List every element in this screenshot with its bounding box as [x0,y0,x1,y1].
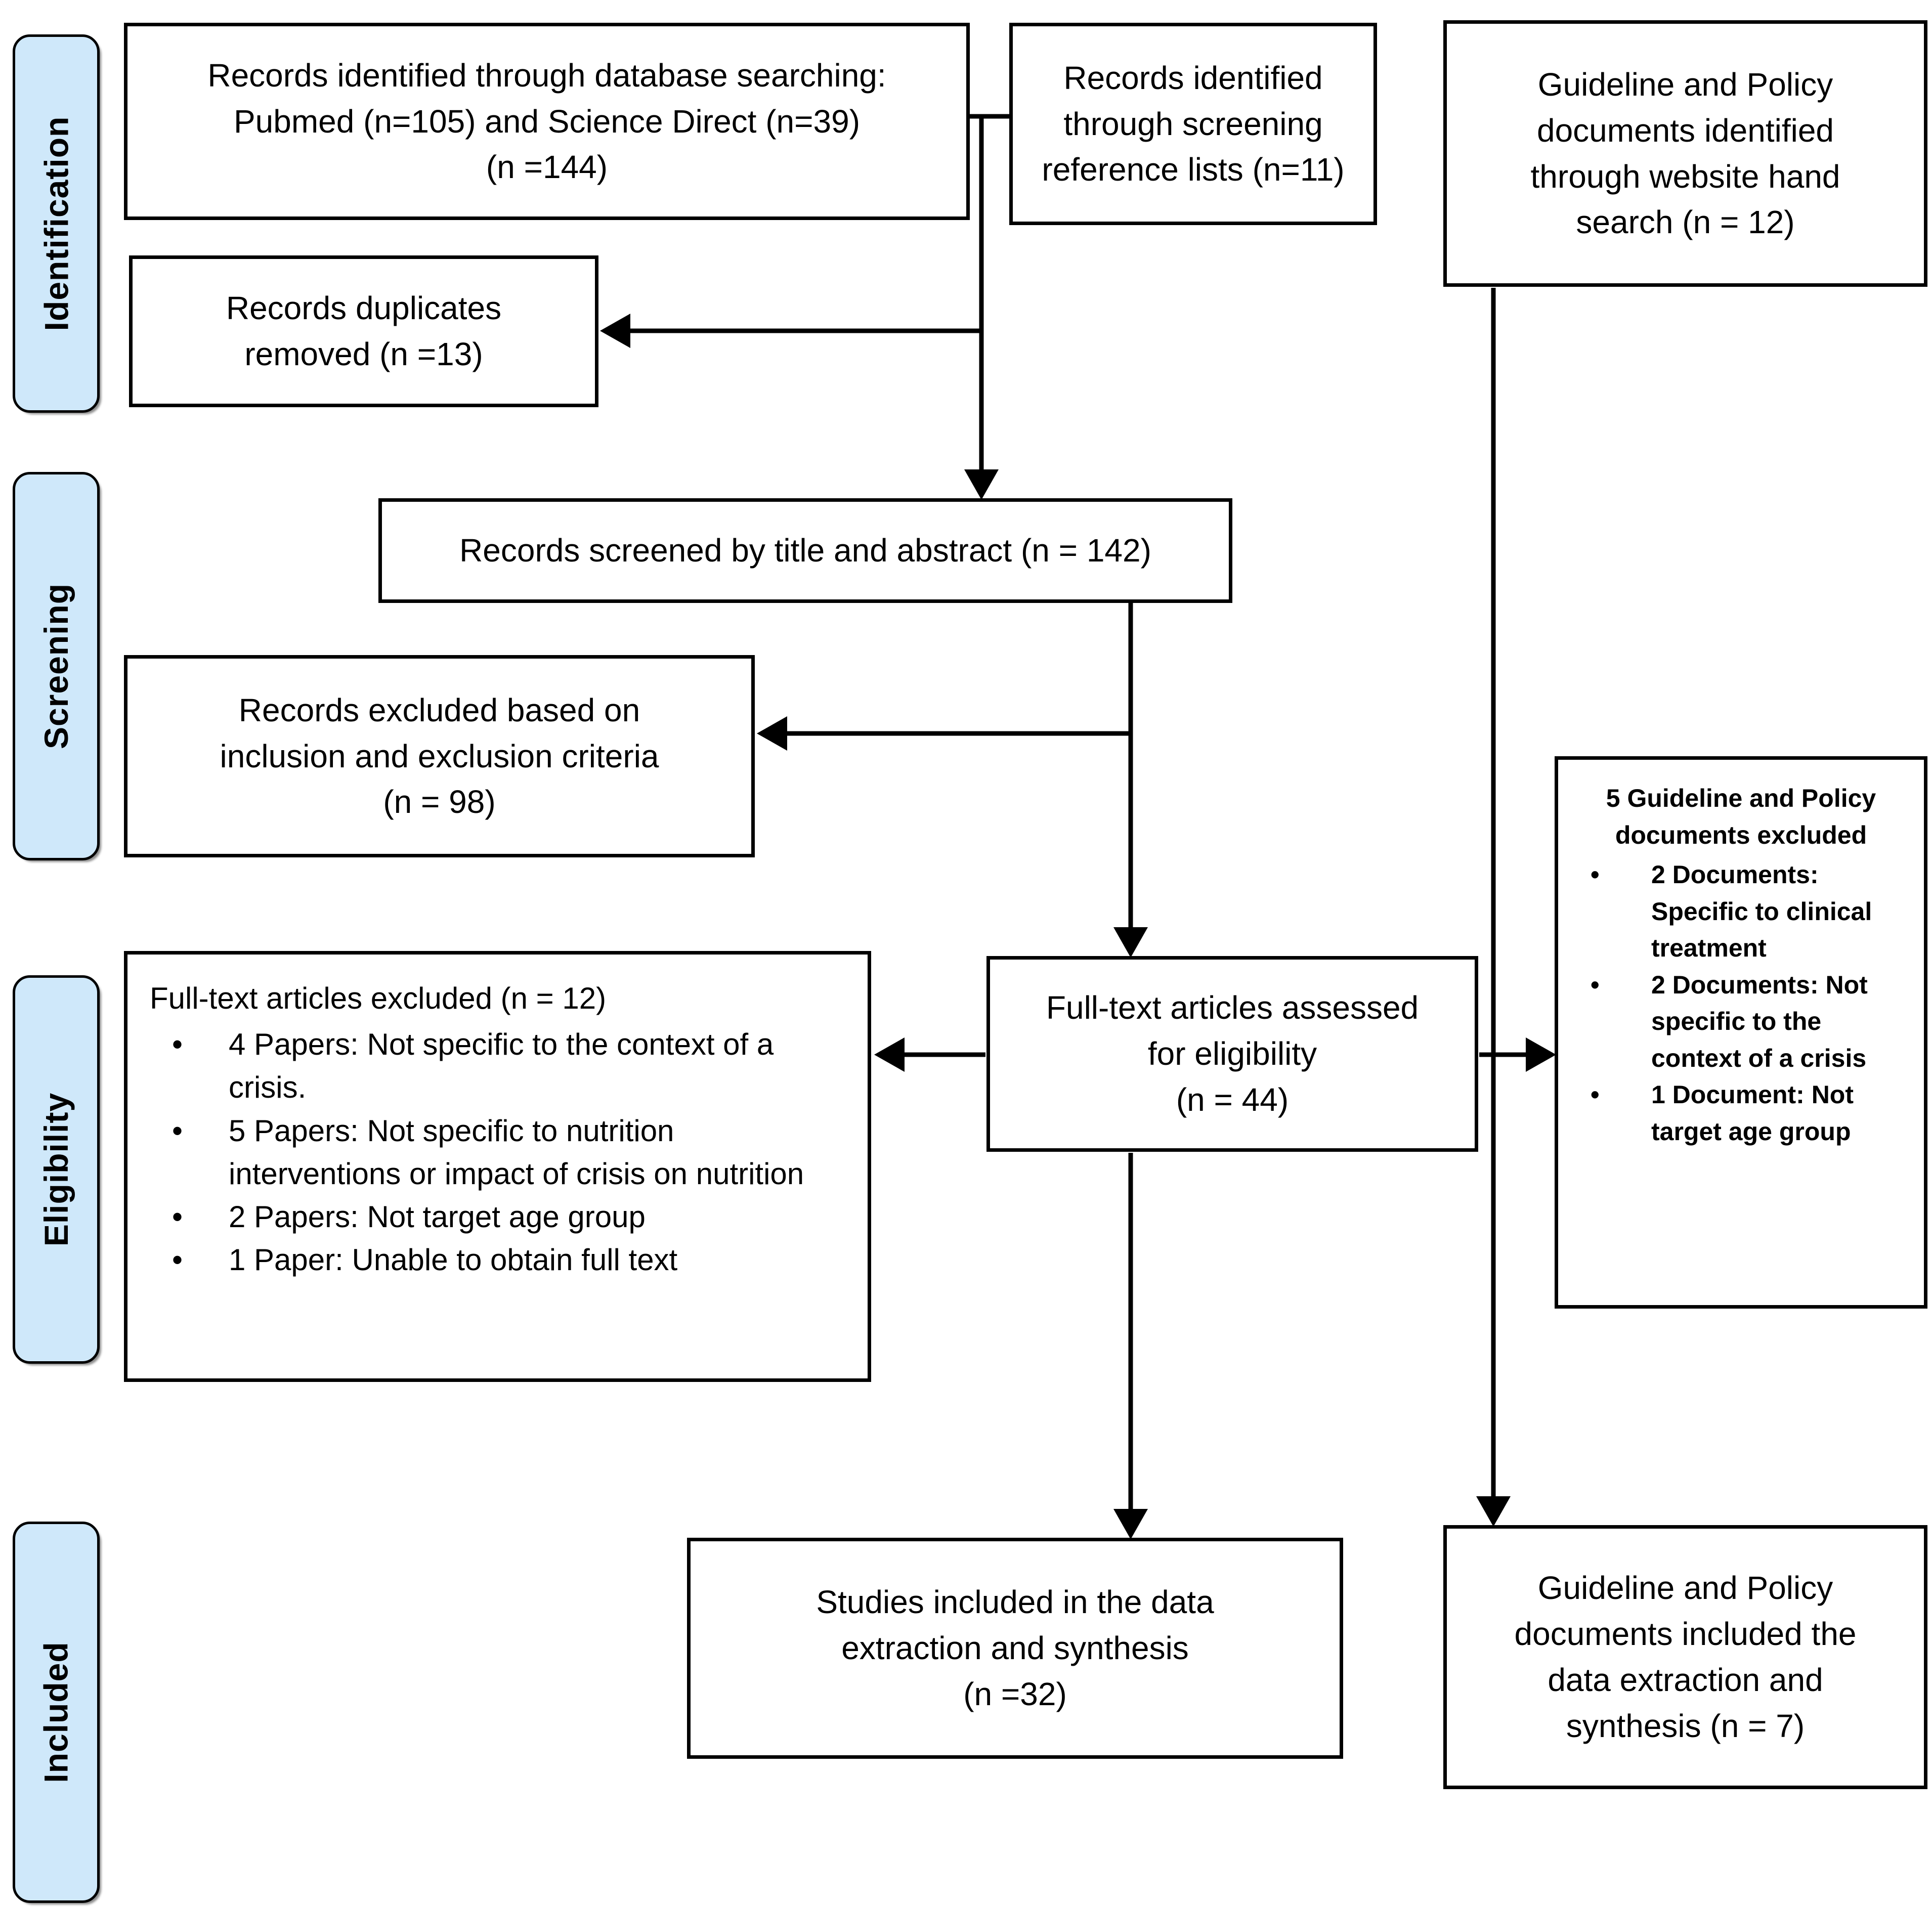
connector-arrowheads [600,314,1556,1539]
box-records-identified-database-text: Records identified through database sear… [207,57,886,186]
bullet-item: 1 Paper: Unable to obtain full text [150,1238,847,1281]
stage-eligibility-label: Eligibility [37,1092,75,1247]
box-guideline-policy-identified: Guideline and Policy documents identifie… [1443,20,1927,287]
box-fulltext-assessed: Full-text articles assessed for eligibil… [986,956,1478,1152]
bullet-item: 1 Document: Not target age group [1575,1076,1907,1150]
box-records-identified-reference-lists-text: Records identified through screening ref… [1042,59,1345,188]
bullet-item: 2 Documents: Not specific to the context… [1575,967,1907,1077]
box-records-identified-database: Records identified through database sear… [124,23,970,220]
box-guideline-policy-included: Guideline and Policy documents included … [1443,1525,1927,1789]
box-guideline-policy-excluded: 5 Guideline and Policy documents exclude… [1555,756,1927,1309]
box-records-screened-text: Records screened by title and abstract (… [459,532,1151,569]
box-guideline-policy-included-text: Guideline and Policy documents included … [1514,1570,1857,1744]
box-fulltext-assessed-text: Full-text articles assessed for eligibil… [1046,989,1419,1118]
connector-lines [627,114,1527,1510]
box-duplicates-removed-text: Records duplicates removed (n =13) [226,290,502,372]
stage-identification: Identification [13,34,100,413]
box-studies-included: Studies included in the data extraction … [687,1538,1343,1759]
stage-identification-label: Identification [37,116,75,331]
bullet-item: 5 Papers: Not specific to nutrition inte… [150,1109,847,1195]
box-fulltext-excluded: Full-text articles excluded (n = 12) 4 P… [124,951,871,1382]
stage-eligibility: Eligibility [13,975,100,1364]
box-records-screened: Records screened by title and abstract (… [378,498,1232,603]
box-duplicates-removed: Records duplicates removed (n =13) [129,255,598,407]
stage-included-label: Included [37,1641,75,1783]
bullet-item: 2 Papers: Not target age group [150,1195,847,1238]
stage-included: Included [13,1522,100,1903]
box-records-identified-reference-lists: Records identified through screening ref… [1009,23,1377,225]
stage-screening: Screening [13,472,100,860]
box-studies-included-text: Studies included in the data extraction … [816,1584,1214,1712]
bullet-item: 2 Documents: Specific to clinical treatm… [1575,856,1907,967]
stage-screening-label: Screening [37,583,75,750]
box-records-excluded: Records excluded based on inclusion and … [124,655,755,857]
guideline-excluded-reasons-list: 2 Documents: Specific to clinical treatm… [1575,856,1907,1150]
fulltext-excluded-reasons-list: 4 Papers: Not specific to the context of… [150,1023,847,1281]
box-guideline-policy-excluded-title: 5 Guideline and Policy documents exclude… [1606,784,1876,849]
box-guideline-policy-identified-text: Guideline and Policy documents identifie… [1530,66,1840,241]
bullet-item: 4 Papers: Not specific to the context of… [150,1023,847,1109]
box-fulltext-excluded-title: Full-text articles excluded (n = 12) [150,981,607,1015]
box-records-excluded-text: Records excluded based on inclusion and … [220,691,659,820]
